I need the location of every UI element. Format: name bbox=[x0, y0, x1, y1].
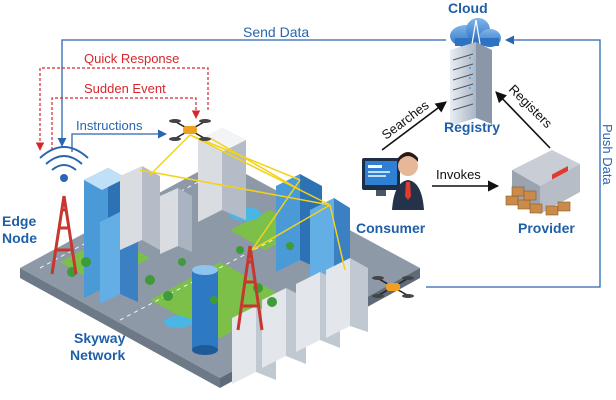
network-label: Network bbox=[70, 347, 125, 363]
searches-label: Searches bbox=[379, 97, 432, 142]
registry-label: Registry bbox=[444, 119, 500, 135]
push-data-label: Push Data bbox=[600, 124, 615, 185]
sudden-event-arrow bbox=[51, 97, 201, 150]
cylinder-building bbox=[192, 265, 218, 355]
city-illustration bbox=[20, 128, 420, 388]
node-label: Node bbox=[2, 230, 37, 246]
tower-building-cluster bbox=[120, 166, 192, 254]
drone-icon-instructions bbox=[169, 119, 211, 141]
registers-arrow bbox=[495, 91, 551, 149]
edge-label: Edge bbox=[2, 213, 36, 229]
instructions-arrow bbox=[71, 129, 167, 152]
invokes-label: Invokes bbox=[436, 167, 481, 182]
provider-label: Provider bbox=[518, 220, 575, 236]
send-data-arrow bbox=[57, 39, 446, 147]
cloud-icon bbox=[450, 18, 501, 47]
cloud-label: Cloud bbox=[448, 0, 488, 16]
sudden-event-label: Sudden Event bbox=[84, 81, 166, 96]
send-data-label: Send Data bbox=[243, 24, 309, 40]
searches-arrow bbox=[381, 101, 447, 151]
push-data-arrow bbox=[426, 35, 601, 288]
city-tower bbox=[236, 245, 264, 331]
drone-icon-provider bbox=[372, 276, 414, 298]
wifi-signal-icon bbox=[39, 146, 89, 182]
skyway-label: Skyway bbox=[74, 330, 126, 346]
instructions-label: Instructions bbox=[76, 118, 143, 133]
consumer-icon bbox=[362, 152, 424, 210]
registers-label: Registers bbox=[506, 82, 556, 132]
edge-node-tower bbox=[50, 195, 78, 275]
consumer-label: Consumer bbox=[356, 220, 426, 236]
front-buildings-gray bbox=[232, 258, 368, 384]
quick-response-label: Quick Response bbox=[84, 51, 179, 66]
quick-response-arrow bbox=[35, 67, 209, 151]
provider-warehouse-icon bbox=[505, 150, 580, 216]
registry-server-icon bbox=[450, 42, 492, 126]
skyway-links bbox=[139, 134, 346, 271]
